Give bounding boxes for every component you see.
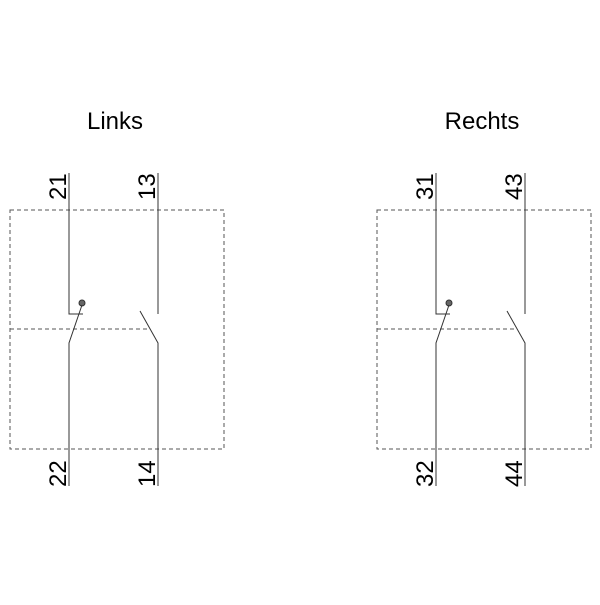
contact-block-left: Links 21 13 22 14 [9,108,225,487]
terminal-label-nc-top: 31 [412,173,439,200]
terminal-label-no-bottom: 44 [501,460,528,487]
terminal-label-no-top: 13 [134,173,161,200]
nc-contact-upper [68,173,83,315]
block-title: Links [87,108,143,135]
contact-block-right: Rechts 31 43 32 44 [376,108,592,487]
terminal-label-nc-top: 21 [45,173,72,200]
nc-contact-lower [68,304,83,486]
terminal-label-no-top: 43 [501,173,528,200]
nc-contact-lower [435,304,450,486]
terminal-label-nc-bottom: 32 [412,460,439,487]
nc-contact-upper [435,173,450,315]
block-title: Rechts [445,108,520,135]
no-contact-lower [506,310,526,486]
terminal-label-no-bottom: 14 [134,460,161,487]
no-contact-lower [139,310,159,486]
terminal-label-nc-bottom: 22 [45,460,72,487]
